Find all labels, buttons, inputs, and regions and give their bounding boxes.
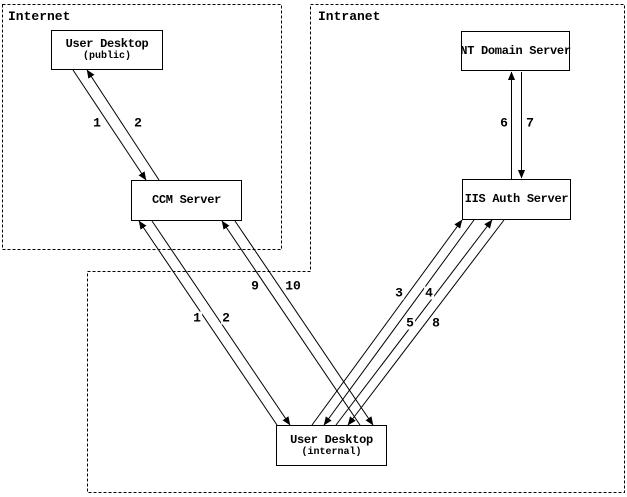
node-user-desktop-internal-sublabel: (internal) [301, 446, 362, 458]
node-nt-domain-server: NT Domain Server [460, 31, 571, 71]
arrow-8-iis-to-internal-desktop [347, 219, 505, 426]
node-user-desktop-public-label: User Desktop [65, 37, 149, 51]
arrow-2-ccm-to-internal-desktop [151, 220, 291, 426]
arrow-1-public-desktop-to-ccm [72, 69, 147, 181]
arrow-3-internal-desktop-to-iis [311, 219, 463, 426]
edge-label-6-iis-nt: 6 [499, 115, 509, 131]
edge-label-10-ccm-internal: 10 [284, 278, 302, 294]
intranet-region-label: Intranet [318, 9, 381, 24]
arrow-9-internal-desktop-to-ccm [221, 220, 361, 426]
edge-label-2-ccm-public: 2 [133, 115, 143, 131]
node-iis-auth-server-label: IIS Auth Server [464, 192, 569, 206]
internet-region-label: Internet [8, 9, 71, 24]
node-user-desktop-internal-label: User Desktop [290, 432, 373, 447]
node-ccm-server-label: CCM Server [151, 193, 221, 207]
node-user-desktop-public: User Desktop (public) [51, 30, 163, 70]
arrow-1-internal-desktop-to-ccm [138, 220, 278, 426]
intranet-region-outline [87, 4, 625, 493]
internet-region-outline [2, 4, 282, 250]
edge-label-3-internal-iis: 3 [394, 285, 404, 301]
edge-label-1-internal-ccm: 1 [192, 310, 202, 326]
node-user-desktop-internal: User Desktop (internal) [276, 425, 387, 466]
edge-label-1-public-ccm: 1 [92, 115, 102, 131]
edge-label-2-ccm-internal: 2 [221, 310, 231, 326]
edge-label-9-internal-ccm: 9 [250, 278, 260, 294]
arrow-10-ccm-to-internal-desktop [234, 220, 374, 426]
edge-label-4-iis-internal: 4 [424, 285, 434, 301]
node-user-desktop-public-sublabel: (public) [82, 51, 131, 62]
arrow-4-iis-to-internal-desktop [323, 219, 475, 426]
node-iis-auth-server: IIS Auth Server [462, 179, 571, 220]
edge-label-5-internal-iis: 5 [405, 315, 415, 331]
edge-label-7-nt-iis: 7 [525, 115, 535, 131]
node-nt-domain-server-label: NT Domain Server [460, 43, 571, 58]
node-ccm-server: CCM Server [131, 180, 242, 221]
edge-label-8-iis-internal: 8 [431, 315, 441, 331]
arrow-2-ccm-to-public-desktop [86, 69, 160, 181]
